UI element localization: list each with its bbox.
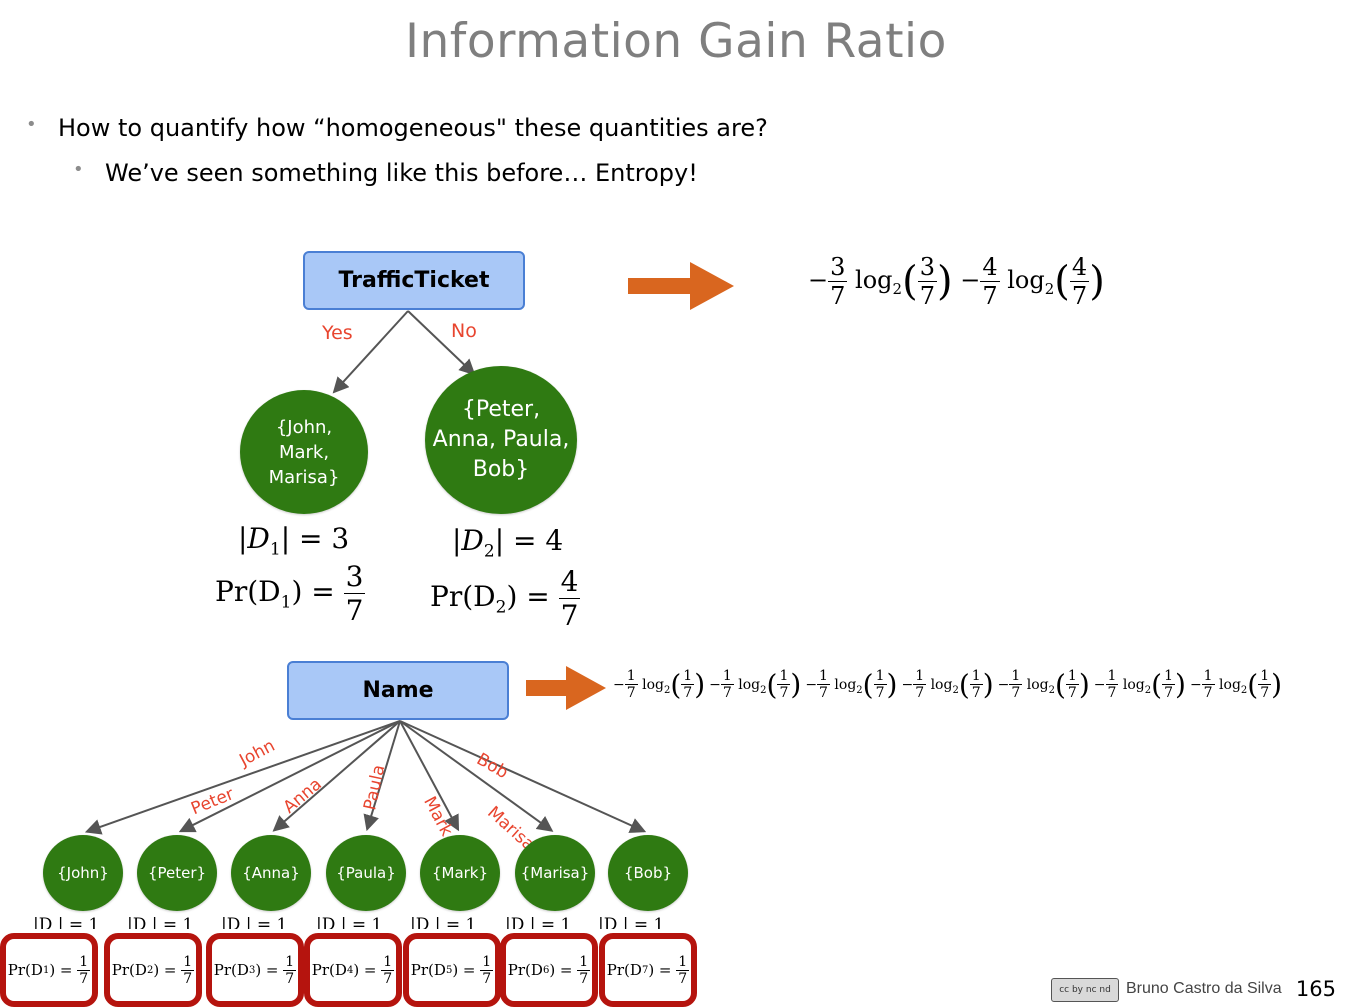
bullet-dot: • [26, 114, 37, 135]
edge-label-yes: Yes [322, 322, 353, 344]
leaf-node-mark: {Mark} [420, 835, 500, 911]
slide-title: Information Gain Ratio [405, 14, 947, 69]
edge-yes [332, 310, 409, 394]
leaf-node-bob: {Bob} [608, 835, 688, 911]
edge-paula [363, 720, 401, 832]
edge-peter [178, 720, 401, 833]
edge-bob [399, 720, 647, 833]
edge-john [84, 720, 401, 835]
name-tree-edges [84, 720, 647, 835]
count-d7: |D | = 1 [598, 915, 665, 929]
bullet-1-text: How to quantify how “homogeneous" these … [58, 114, 768, 142]
leaf-node-paula: {Paula} [326, 835, 406, 911]
edge-no [407, 310, 476, 376]
leaf-node-marisa: {Marisa} [515, 835, 595, 911]
count-d2: |D | = 1 [127, 915, 194, 929]
page-number: 165 [1295, 977, 1336, 1001]
bullet-2: • We’ve seen something like this before…… [73, 159, 698, 187]
count-d4: |D | = 1 [316, 915, 383, 929]
leaf-node-yes: {John, Mark, Marisa} [240, 390, 368, 514]
edge-label-no: No [451, 320, 477, 342]
bullet-1: • How to quantify how “homogeneous" thes… [26, 114, 768, 142]
edge-mark [399, 720, 460, 832]
count-d2: |D2| = 4 [452, 524, 564, 562]
count-d6: |D | = 1 [505, 915, 572, 929]
leaf-node-peter: {Peter} [137, 835, 217, 911]
leaf-node-john: {John} [43, 835, 123, 911]
root-node-trafficticket: TrafficTicket [303, 251, 525, 310]
bullet-2-text: We’ve seen something like this before… E… [105, 159, 698, 187]
root-node-name: Name [287, 661, 509, 720]
cc-license-badge: cc by nc nd [1051, 978, 1119, 1002]
footer-author: Bruno Castro da Silva [1126, 980, 1282, 997]
count-d5: |D | = 1 [410, 915, 477, 929]
bullet-dot: • [73, 159, 84, 180]
arrow-tree1 [628, 262, 734, 310]
leaf-node-anna: {Anna} [231, 835, 311, 911]
leaf-node-no: {Peter, Anna, Paula, Bob} [425, 366, 577, 514]
edge-anna [272, 720, 401, 832]
count-d3: |D | = 1 [221, 915, 288, 929]
count-d1: |D1| = 3 [238, 522, 350, 560]
arrow-tree2 [526, 666, 606, 710]
edge-marisa [399, 720, 554, 832]
count-d1: |D | = 1 [33, 915, 100, 929]
